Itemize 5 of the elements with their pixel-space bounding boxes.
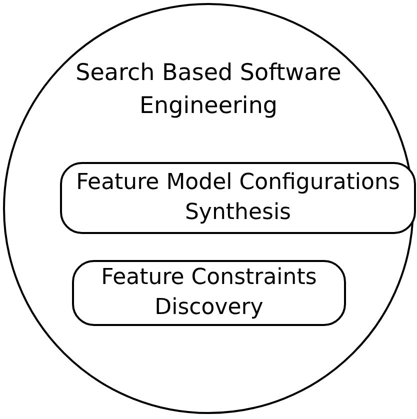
topic-label: Feature Model Configurations Synthesis: [75, 169, 401, 227]
topic-box: [72, 260, 346, 326]
scope-title: Search Based Software Engineering: [74, 59, 342, 121]
topic-label: Feature Constraints Discovery: [100, 264, 318, 322]
topic-box: [60, 162, 416, 234]
